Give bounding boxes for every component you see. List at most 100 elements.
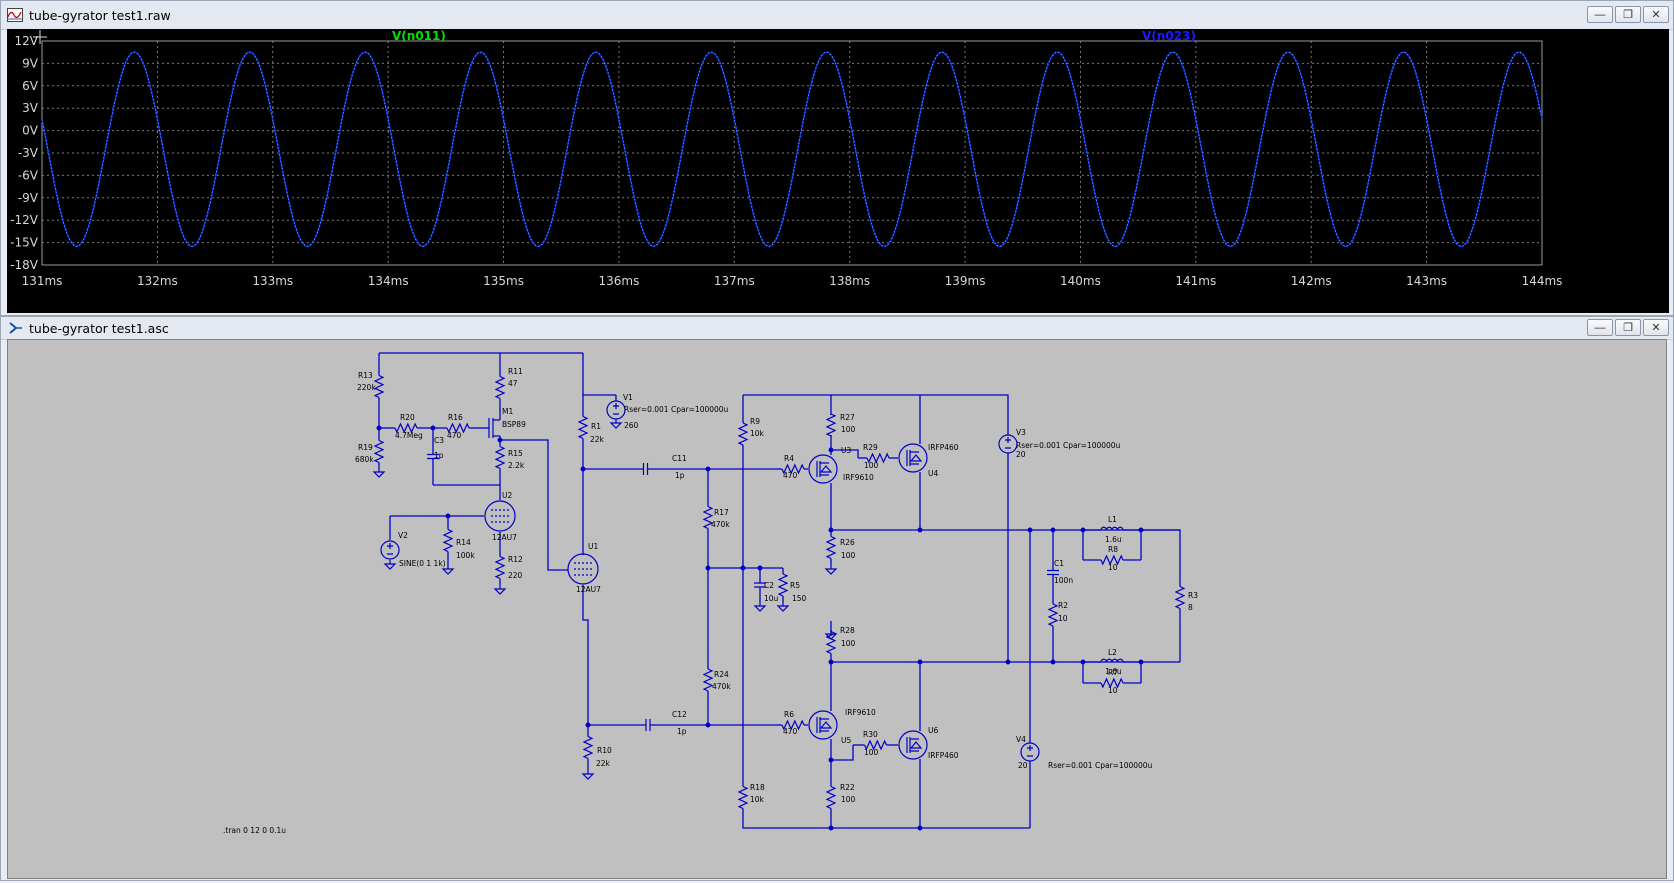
resistor-r12[interactable] <box>494 555 506 580</box>
mosfet-symbol-icon <box>906 737 923 753</box>
resistor-r18[interactable] <box>737 785 749 810</box>
component-label: C1 <box>1054 559 1064 568</box>
resistor-r5[interactable] <box>777 573 789 597</box>
component-label: R2 <box>1058 601 1068 610</box>
component-label: R8 <box>1108 545 1118 554</box>
component-label: U3 <box>841 446 851 455</box>
x-tick-label: 138ms <box>829 274 870 288</box>
capacitor-c2[interactable] <box>754 582 766 588</box>
schematic-minimize-button[interactable]: — <box>1587 319 1613 336</box>
wire <box>831 449 859 458</box>
y-tick-label: -18V <box>10 258 39 272</box>
resistor-r17[interactable] <box>702 505 714 530</box>
capacitor-c3[interactable] <box>427 453 439 460</box>
resistor-r7[interactable] <box>1100 677 1124 689</box>
resistor-r22[interactable] <box>825 785 837 810</box>
component-label: 10k <box>750 795 765 804</box>
component-label: 470 <box>783 727 798 736</box>
resistor-r2[interactable] <box>1047 603 1059 627</box>
restore-icon: ❐ <box>1623 322 1633 334</box>
mosfet-u3[interactable] <box>808 454 838 484</box>
resistor-r20[interactable] <box>394 422 418 434</box>
resistor-r16[interactable] <box>446 422 470 434</box>
resistor-r19[interactable] <box>373 439 385 464</box>
capacitor-c1[interactable] <box>1047 569 1059 576</box>
x-tick-label: 139ms <box>945 274 986 288</box>
voltage-source-v4[interactable] <box>1020 742 1040 762</box>
component-label: R10 <box>597 746 612 755</box>
component-label: 100k <box>456 551 475 560</box>
resistor-r3[interactable] <box>1174 585 1186 610</box>
ground-icon <box>493 585 507 595</box>
voltage-source-v3[interactable] <box>998 434 1018 454</box>
component-label: U4 <box>928 469 938 478</box>
schematic-maximize-button[interactable]: ❐ <box>1615 319 1641 336</box>
mosfet-u5[interactable] <box>808 710 838 740</box>
component-label: R27 <box>840 413 855 422</box>
resistor-r14[interactable] <box>442 528 454 553</box>
x-tick-label: 140ms <box>1060 274 1101 288</box>
mosfet-u4[interactable] <box>898 443 928 473</box>
capacitor-c11[interactable] <box>642 463 649 475</box>
trace-label-v-n011[interactable]: V(n011) <box>392 29 446 43</box>
resistor-r26[interactable] <box>825 535 837 560</box>
resistor-r6[interactable] <box>781 719 805 731</box>
mosfet-symbol-icon <box>906 450 923 466</box>
component-label: 10u <box>764 594 779 603</box>
component-label: R1 <box>591 422 601 431</box>
resistor-r11[interactable] <box>494 375 506 400</box>
component-label: U2 <box>502 491 512 500</box>
vacuum-tube-u2[interactable] <box>484 500 516 532</box>
mosfet-u6[interactable] <box>898 730 928 760</box>
component-label: 4.7Meg <box>395 431 423 440</box>
junction <box>1050 527 1056 533</box>
resistor-r30[interactable] <box>863 739 888 751</box>
component-label: 22k <box>596 759 611 768</box>
schematic-window-titlebar[interactable]: tube-gyrator test1.asc — ❐ ✕ <box>1 317 1673 340</box>
minimize-button[interactable]: — <box>1587 6 1613 23</box>
component-label: 100 <box>841 795 856 804</box>
close-button[interactable]: ✕ <box>1643 6 1669 23</box>
resistor-r27[interactable] <box>825 413 837 437</box>
wire <box>1141 529 1181 580</box>
trace-vn023[interactable] <box>41 51 1543 247</box>
schematic-close-button[interactable]: ✕ <box>1643 319 1669 336</box>
component-label: 1p <box>675 471 685 480</box>
component-label: 470 <box>447 431 462 440</box>
vacuum-tube-u1[interactable] <box>567 553 599 585</box>
x-tick-label: 131ms <box>22 274 63 288</box>
resistor-r4[interactable] <box>781 463 805 475</box>
waveform-window-titlebar[interactable]: tube-gyrator test1.raw — ❐ ✕ <box>1 1 1673 30</box>
schematic-drawing[interactable]: R13220kR19680kR204.7MegR16470C31pM1BSP89… <box>8 340 1666 878</box>
trace-label-v-n023[interactable]: V(n023) <box>1142 29 1196 43</box>
component-label: C11 <box>672 454 687 463</box>
component-label: 20 <box>1016 450 1026 459</box>
component-label: 20 <box>1018 761 1028 770</box>
resistor-r28[interactable] <box>825 630 837 655</box>
resistor-r1[interactable] <box>577 415 589 440</box>
schematic-app-icon <box>9 322 22 334</box>
resistor-r13[interactable] <box>373 374 385 399</box>
spice-directive[interactable]: .tran 0 12 0 0.1u <box>223 826 286 835</box>
resistor-r24[interactable] <box>702 668 714 692</box>
capacitor-c12[interactable] <box>645 719 651 731</box>
component-label: V2 <box>398 531 408 540</box>
component-label: C2 <box>764 581 774 590</box>
component-label: R15 <box>508 449 523 458</box>
resistor-r15[interactable] <box>494 445 506 470</box>
component-label: U5 <box>841 736 851 745</box>
resistor-r10[interactable] <box>582 735 594 760</box>
resistor-r29[interactable] <box>866 452 890 464</box>
close-icon: ✕ <box>1651 322 1661 334</box>
resistor-r8[interactable] <box>1100 554 1124 566</box>
y-tick-label: 9V <box>22 56 39 70</box>
mosfet-m1[interactable] <box>488 418 500 438</box>
voltage-source-v2[interactable] <box>380 540 400 560</box>
inductor-l1[interactable] <box>1100 526 1124 531</box>
inductor-l2[interactable] <box>1100 658 1124 663</box>
maximize-button[interactable]: ❐ <box>1615 6 1641 23</box>
resistor-r9[interactable] <box>737 422 749 446</box>
